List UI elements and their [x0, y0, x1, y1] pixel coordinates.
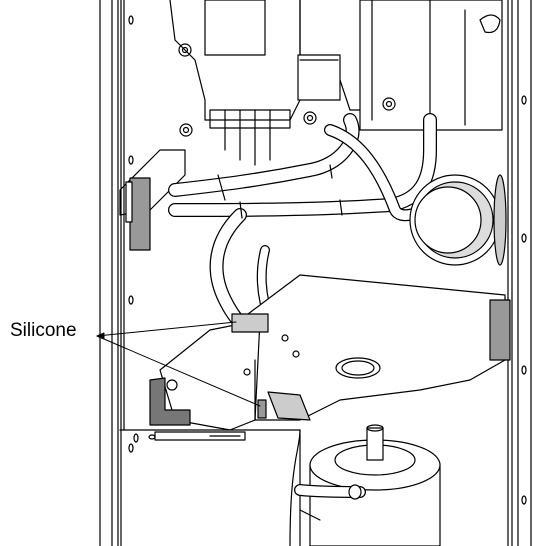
silicone-callout-label: Silicone	[10, 320, 77, 341]
right-side-panel	[507, 0, 532, 546]
silicone-pads	[149, 313, 311, 426]
upper-electrical-box	[169, 0, 503, 166]
drain-wheel	[409, 174, 507, 266]
base-cover	[119, 429, 301, 546]
left-wall-bracket	[119, 149, 186, 251]
motor-unit	[294, 424, 441, 546]
silicone-leader-lines	[96, 321, 261, 407]
drip-tray	[159, 274, 511, 431]
left-side-panel	[99, 0, 134, 546]
